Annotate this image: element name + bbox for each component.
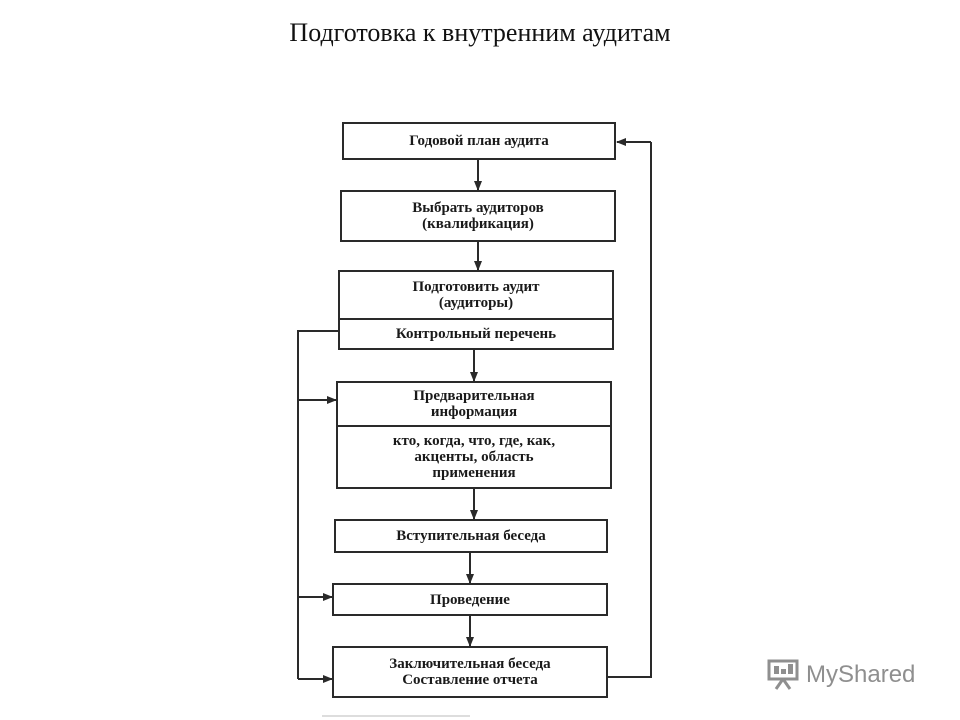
preliminary-details-line-2: акценты, область (414, 449, 534, 465)
preliminary-details-line-3: применения (432, 465, 516, 481)
preliminary-details: кто, когда, что, где, как, акценты, обла… (338, 427, 610, 487)
prepare-audit-section: Подготовить аудит (аудиторы) (340, 272, 612, 320)
preliminary-info-box: Предварительная информация кто, когда, ч… (336, 381, 612, 489)
opening-meeting-box: Вступительная беседа (334, 519, 608, 553)
closing-box: Заключительная беседа Составление отчета (332, 646, 608, 698)
conducting-label: Проведение (430, 591, 510, 608)
select-auditors-line-2: (квалификация) (422, 216, 534, 232)
closing-line-2: Составление отчета (402, 672, 538, 688)
watermark: MyShared (766, 655, 915, 695)
watermark-text: MyShared (806, 661, 916, 688)
preliminary-info-header: Предварительная информация (338, 383, 610, 427)
select-auditors-box: Выбрать аудиторов (квалификация) (340, 190, 616, 242)
checklist-section: Контрольный перечень (340, 320, 612, 348)
conducting-box: Проведение (332, 583, 608, 616)
opening-meeting-label: Вступительная беседа (396, 528, 546, 544)
prepare-audit-box: Подготовить аудит (аудиторы) Контрольный… (338, 270, 614, 350)
select-auditors-line-1: Выбрать аудиторов (412, 200, 544, 216)
annual-plan-label: Годовой план аудита (409, 133, 549, 149)
right-loop-line (608, 142, 652, 678)
preliminary-details-line-1: кто, когда, что, где, как, (392, 433, 556, 449)
annual-plan-box: Годовой план аудита (342, 122, 616, 160)
page-title: Подготовка к внутренним аудитам (289, 18, 671, 47)
closing-line-1: Заключительная беседа (389, 656, 551, 672)
left-loop-line (297, 330, 339, 679)
prepare-audit-line-1: Подготовить аудит (412, 279, 540, 295)
presentation-icon (767, 659, 799, 690)
checklist-label: Контрольный перечень (395, 326, 557, 342)
prepare-audit-line-2: (аудиторы) (438, 295, 514, 311)
preliminary-info-line-1: Предварительная (413, 388, 535, 404)
preliminary-info-line-2: информация (430, 404, 518, 420)
